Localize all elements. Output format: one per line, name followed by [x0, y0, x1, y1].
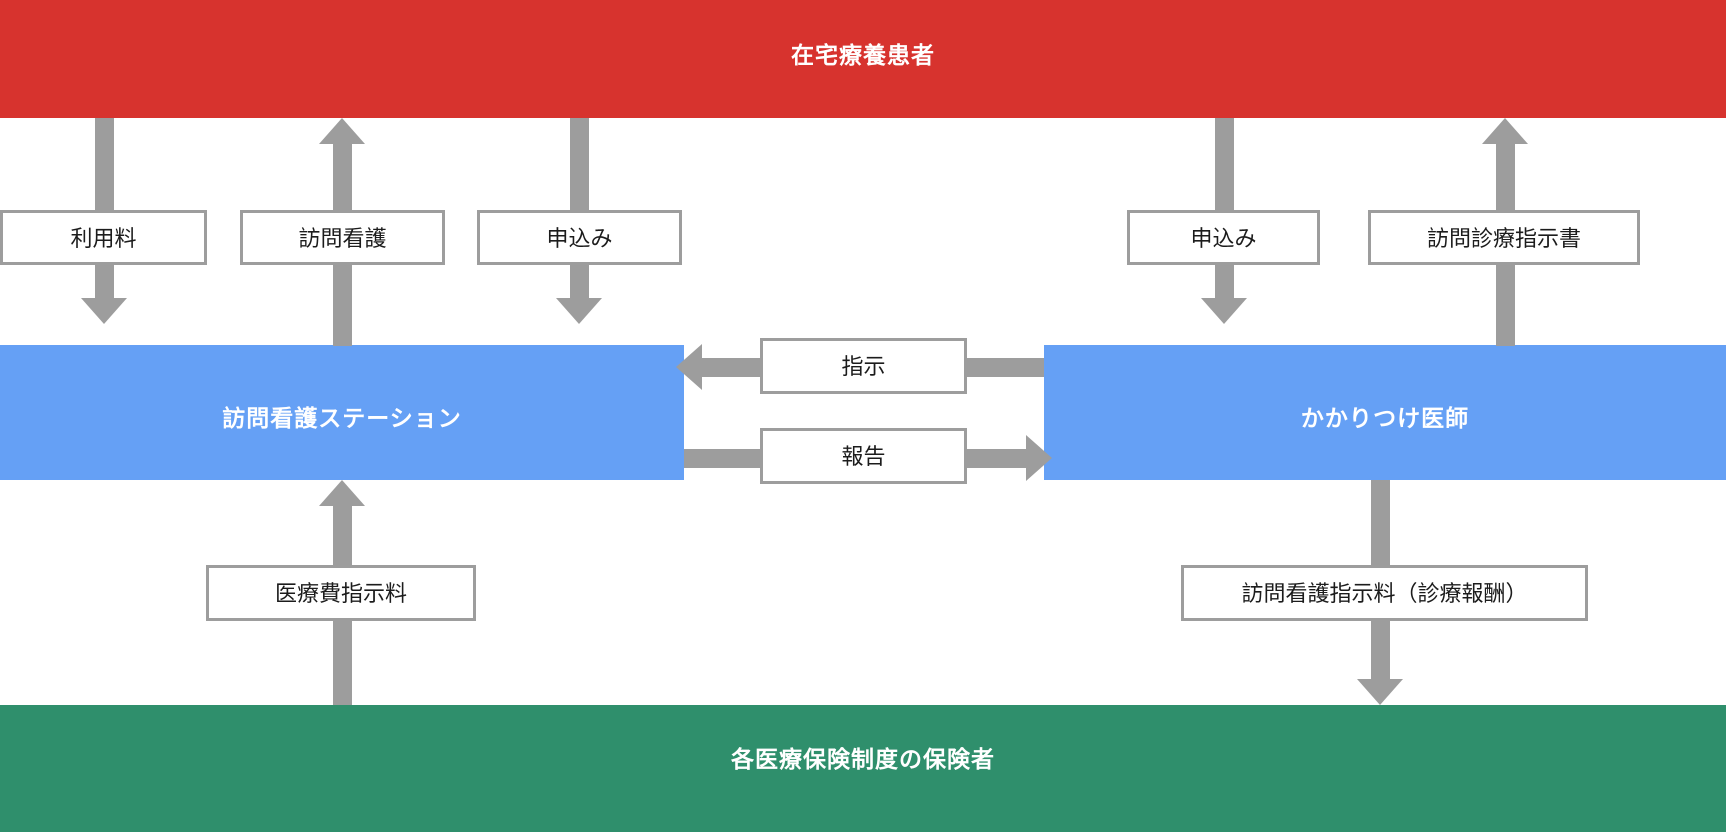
- band-visiting-nursing-station-label: 訪問看護ステーション: [222, 404, 462, 431]
- label-box-application-left[interactable]: 申込み: [477, 210, 682, 265]
- label-box-home-nursing-text: 訪問看護: [298, 225, 387, 251]
- label-box-nursing-order-fee[interactable]: 訪問看護指示料（診療報酬）: [1181, 565, 1588, 621]
- band-family-doctor: かかりつけ医師: [1044, 345, 1726, 480]
- label-box-home-care-order[interactable]: 訪問診療指示書: [1368, 210, 1640, 265]
- label-box-application-left-text: 申込み: [546, 225, 613, 251]
- label-box-fee-text: 利用料: [70, 225, 137, 251]
- band-medical-insurance-insurer-label: 各医療保険制度の保険者: [731, 745, 995, 772]
- label-box-medical-fee-text: 医療費指示料: [274, 581, 407, 606]
- arrow-application-right-head-down-icon: [1201, 298, 1247, 324]
- label-box-fee[interactable]: 利用料: [0, 210, 207, 265]
- label-box-application-right-text: 申込み: [1190, 225, 1257, 251]
- band-medical-insurance-insurer: 各医療保険制度の保険者: [0, 705, 1726, 832]
- band-home-care-patient: 在宅療養患者: [0, 0, 1726, 118]
- band-home-care-patient-label: 在宅療養患者: [791, 42, 935, 68]
- label-box-report-text: 報告: [841, 444, 886, 469]
- arrow-report-head-right-icon: [1026, 435, 1052, 481]
- arrow-fee-head-down-icon: [81, 298, 127, 324]
- band-family-doctor-label: かかりつけ医師: [1300, 404, 1470, 431]
- label-box-home-care-order-text: 訪問診療指示書: [1426, 225, 1581, 251]
- label-box-home-nursing[interactable]: 訪問看護: [240, 210, 445, 265]
- arrow-application-left-head-down-icon: [556, 298, 602, 324]
- arrow-instruction-head-left-icon: [676, 344, 702, 390]
- label-box-instruction-text: 指示: [841, 354, 886, 379]
- label-box-application-right[interactable]: 申込み: [1127, 210, 1320, 265]
- arrow-nursing-order-fee-head-down-icon: [1357, 679, 1403, 705]
- label-box-nursing-order-fee-text: 訪問看護指示料（診療報酬）: [1241, 581, 1528, 606]
- label-box-instruction[interactable]: 指示: [760, 338, 967, 394]
- arrow-home-nursing-head-up-icon: [319, 118, 365, 144]
- label-box-medical-fee[interactable]: 医療費指示料: [206, 565, 476, 621]
- arrow-home-care-order-head-up-icon: [1482, 118, 1528, 144]
- label-box-report[interactable]: 報告: [760, 428, 967, 484]
- band-visiting-nursing-station: 訪問看護ステーション: [0, 345, 684, 480]
- arrow-medical-fee-head-up-icon: [319, 480, 365, 506]
